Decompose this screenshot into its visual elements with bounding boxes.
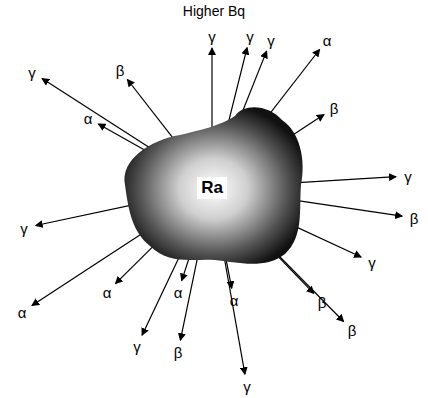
diagram-title: Higher Bq (0, 3, 428, 19)
radiation-symbol: β (318, 295, 327, 310)
ray-arrow (127, 80, 175, 142)
ray-arrow (42, 79, 158, 154)
element-label: Ra (197, 177, 227, 199)
radiation-symbol: β (330, 101, 339, 116)
ray-arrow (211, 48, 212, 133)
radiation-symbol: γ (368, 255, 376, 270)
radiation-symbol: γ (208, 29, 216, 44)
radiation-symbol: γ (133, 339, 141, 354)
radiation-symbol: γ (28, 65, 36, 80)
ray-arrow (36, 202, 145, 225)
radiation-symbol: α (84, 111, 93, 126)
radiation-symbol: γ (20, 221, 28, 236)
radiation-symbol: α (103, 285, 112, 300)
radiation-symbol: α (323, 33, 332, 48)
radiation-symbol: γ (246, 29, 254, 44)
radiation-symbol: γ (404, 169, 412, 184)
radiation-symbol: α (230, 293, 239, 308)
radiation-symbol: α (174, 285, 183, 300)
radiation-symbol: β (116, 63, 125, 78)
radiation-symbol: γ (243, 379, 251, 394)
radiation-symbol: β (410, 211, 419, 226)
radium-rock: Ra (118, 100, 313, 275)
radiation-symbol: γ (267, 33, 275, 48)
radiation-symbol: β (174, 345, 183, 360)
radiation-symbol: β (348, 323, 357, 338)
radiation-symbol: α (18, 305, 27, 320)
ray-arrow (32, 223, 158, 305)
